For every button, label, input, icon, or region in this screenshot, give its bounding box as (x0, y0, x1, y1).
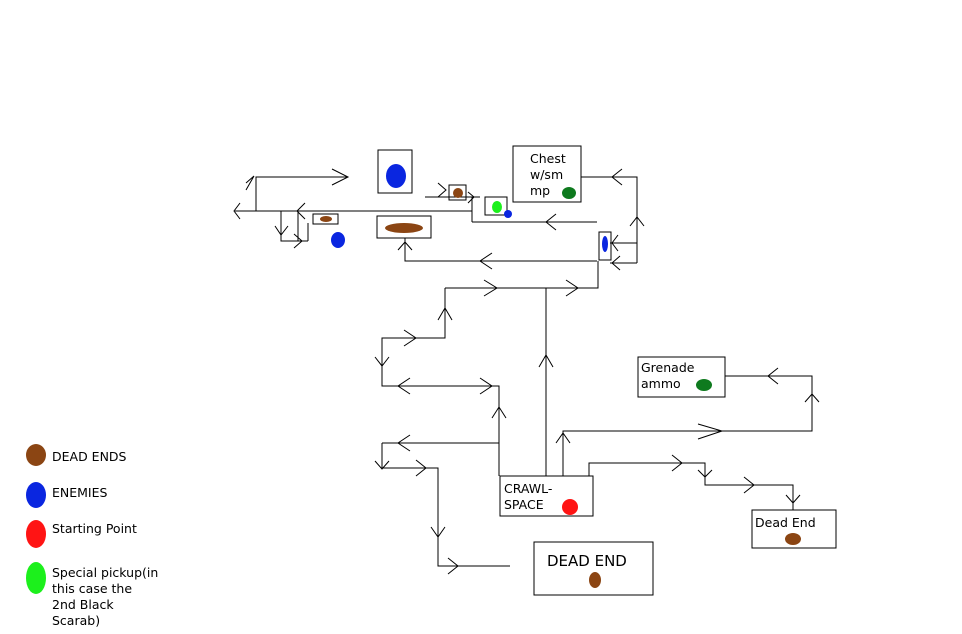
dead-end-marker (320, 216, 332, 222)
enemy-marker (504, 210, 512, 218)
dead-end-marker (589, 572, 601, 588)
start-swatch (26, 520, 46, 548)
enemy-marker (331, 232, 345, 248)
dead-end-small-label: Dead End (755, 515, 816, 530)
grenade-label: Grenade ammo (641, 360, 698, 391)
grenade-label-line: ammo (641, 376, 681, 391)
legend-enemies-label: ENEMIES (52, 485, 108, 500)
dead-end-marker (785, 533, 801, 545)
map-paths (235, 176, 813, 567)
dead-end-marker (453, 188, 463, 198)
pickup-marker (562, 187, 576, 199)
start-marker (562, 499, 578, 515)
crawlspace-label-line: CRAWL- (504, 481, 552, 496)
special-pickup-marker (492, 201, 502, 213)
legend-dead-ends-label: DEAD ENDS (52, 449, 127, 464)
crawlspace-label: CRAWL- SPACE (504, 481, 556, 512)
dead-end-swatch (26, 444, 46, 466)
map-markers (320, 164, 801, 588)
special-swatch (26, 562, 46, 594)
chest-label: Chest w/sm mp (530, 151, 570, 198)
legend-special-label: Special pickup(in this case the 2nd Blac… (52, 565, 159, 628)
dead-end-marker (385, 223, 423, 233)
legend-start-label: Starting Point (52, 521, 137, 536)
grenade-label-line: Grenade (641, 360, 695, 375)
direction-arrows (233, 168, 820, 575)
chest-label-line: Chest (530, 151, 566, 166)
enemy-swatch (26, 482, 46, 508)
enemy-marker (386, 164, 406, 188)
chest-label-line: mp (530, 183, 550, 198)
pickup-marker (696, 379, 712, 391)
room-boxes (312, 145, 837, 596)
chest-label-line: w/sm (530, 167, 563, 182)
crawlspace-label-line: SPACE (504, 497, 544, 512)
enemy-marker (602, 236, 608, 252)
dead-end-big-label: DEAD END (547, 552, 627, 570)
